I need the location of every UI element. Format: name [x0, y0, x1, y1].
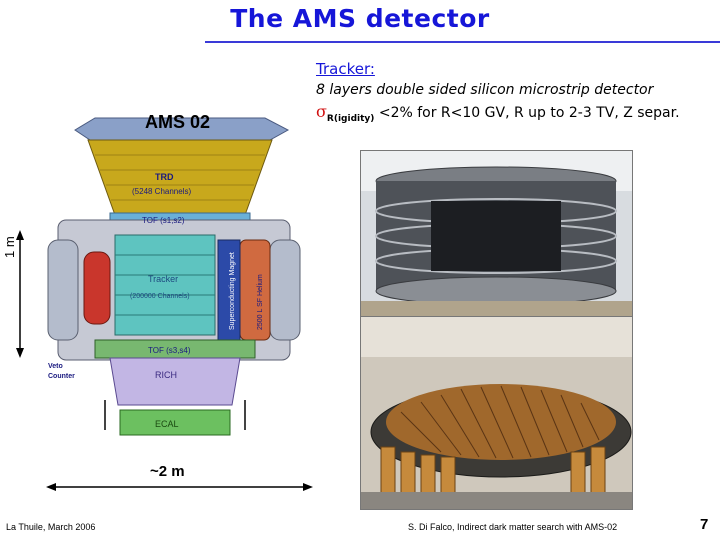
ams-detector-diagram: TRD (5248 Channels) TOF (s1,s2) Tracker … — [16, 117, 313, 491]
title-underline — [205, 41, 720, 43]
tof-top-label: TOF (s1,s2) — [142, 216, 185, 225]
height-arrow-top — [16, 230, 24, 240]
cryo-right — [269, 239, 301, 341]
tracker-channels-label: (200000 Channels) — [130, 293, 190, 300]
rich-module — [109, 357, 241, 406]
trd-label: TRD — [155, 172, 174, 182]
tracker-description: 8 layers double sided silicon microstrip… — [316, 82, 654, 98]
veto-counter-label: Counter — [48, 373, 75, 380]
rich-label: RICH — [155, 370, 177, 380]
tracker-heading: Tracker: — [316, 60, 375, 78]
height-label: 1 m — [2, 236, 17, 258]
tof-bottom-label: TOF (s3,s4) — [148, 346, 191, 355]
magnet-label: Superconducting Magnet — [229, 252, 236, 330]
width-arrow-left — [46, 483, 56, 491]
tracker-photo-top — [360, 150, 633, 318]
resolution-text: <2% for R<10 GV, R up to 2-3 TV, Z separ… — [374, 105, 680, 121]
width-label: ~2 m — [150, 463, 185, 480]
footer-author-talk: S. Di Falco, Indirect dark matter search… — [408, 522, 618, 532]
trd-channels-label: (5248 Channels) — [132, 187, 191, 196]
veto-label: Veto — [48, 363, 63, 370]
tracker-volume — [114, 234, 216, 336]
helium-label: 2500 L SF Helium — [257, 274, 264, 330]
height-arrow-bottom — [16, 348, 24, 358]
page-number: 7 — [700, 516, 709, 533]
footer-location-date: La Thuile, March 2006 — [6, 522, 96, 532]
sigma-symbol: σ — [316, 102, 327, 121]
resolution-line: σR(igidity) <2% for R<10 GV, R up to 2-3… — [316, 102, 680, 124]
slide-title: The AMS detector — [230, 4, 490, 33]
cryo-left — [47, 239, 79, 341]
ecal-label: ECAL — [155, 419, 179, 429]
width-arrow-right — [303, 483, 313, 491]
trd-module — [87, 139, 273, 216]
ecal-module — [119, 409, 231, 436]
diagram-title: AMS 02 — [145, 112, 211, 132]
sigma-subscript: R(igidity) — [326, 114, 375, 124]
helium-tank-left — [83, 251, 111, 325]
helium-tank-right — [239, 239, 271, 341]
tracker-photo-bottom — [360, 316, 633, 510]
tracker-label: Tracker — [148, 274, 178, 284]
